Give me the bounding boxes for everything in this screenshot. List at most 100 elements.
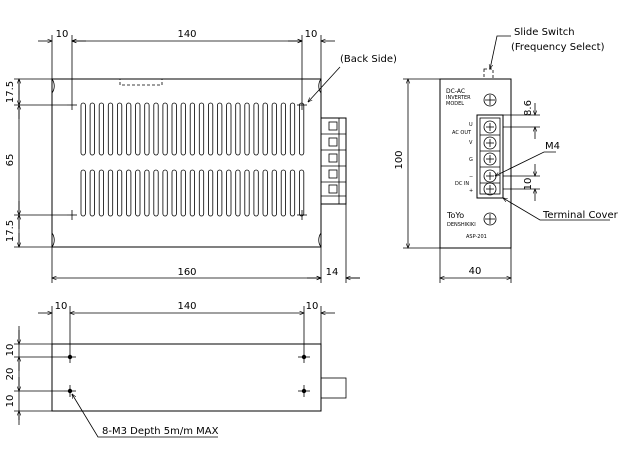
vent-slot <box>180 169 186 217</box>
front-body-outline <box>51 78 322 248</box>
dim-front-width: 160 <box>177 267 196 278</box>
vent-slot <box>189 102 195 156</box>
dim-side-width: 40 <box>469 266 482 277</box>
vent-slot <box>162 102 168 156</box>
vent-slot <box>226 102 232 156</box>
vent-slot <box>271 169 277 217</box>
dim-bottom-left-middle: 20 <box>5 368 16 381</box>
dim-bottom-left-top: 10 <box>5 344 16 357</box>
side-width-dimension: 40 <box>439 248 512 283</box>
front-view: 10 140 10 17.5 65 17.5 <box>5 29 397 283</box>
panel-dc-in: DC IN <box>455 181 469 187</box>
vent-slot <box>107 169 114 217</box>
panel-inverter: INVERTER <box>446 95 471 101</box>
dim-front-left-top: 17.5 <box>5 81 16 103</box>
vent-slot <box>207 169 214 217</box>
panel-dcac: DC-AC <box>446 88 465 95</box>
bottom-screw <box>483 212 497 226</box>
panel-model: MODEL <box>446 101 464 107</box>
vent-slot <box>217 102 223 156</box>
side-height-dimension: 100 <box>394 78 440 249</box>
dim-bottom-top-right: 10 <box>306 301 319 312</box>
vent-slot <box>153 102 159 156</box>
vent-slot <box>117 169 123 217</box>
slide-switch-label: Slide Switch <box>514 27 575 38</box>
vent-slot <box>244 102 250 156</box>
vent-slot <box>226 169 232 217</box>
front-terminal-block <box>320 117 347 205</box>
front-bottom-dimensions: 160 14 <box>51 204 360 283</box>
dim-front-top-right: 10 <box>305 29 318 40</box>
vent-slot <box>253 102 259 156</box>
top-screw <box>483 93 497 107</box>
bottom-terminal-tab <box>320 377 347 399</box>
panel-minus: − <box>469 174 473 180</box>
vent-slot <box>98 102 104 156</box>
panel-brand-sub: DENSHIKIKI <box>447 222 476 228</box>
vent-slot <box>171 169 177 217</box>
side-terminal-dimension: 10 <box>503 164 540 201</box>
vent-slot <box>298 169 305 217</box>
vent-slot <box>198 169 205 217</box>
vent-slot <box>262 169 268 217</box>
vent-slot <box>271 102 277 156</box>
dim-side-height: 100 <box>394 150 405 169</box>
vent-slot <box>171 102 177 156</box>
vent-slot <box>298 102 305 156</box>
m4-label: M4 <box>545 141 560 152</box>
vent-slot <box>117 102 123 156</box>
dim-front-terminal-depth: 14 <box>326 267 339 278</box>
dim-front-top-left: 10 <box>56 29 69 40</box>
vent-slot <box>289 169 296 217</box>
vent-slot <box>235 169 241 217</box>
bottom-mounting-holes <box>64 351 310 397</box>
bottom-left-dimensions: 10 20 10 <box>5 326 64 425</box>
bottom-body-outline <box>51 343 322 412</box>
vent-slot <box>217 169 223 217</box>
vent-slot <box>80 102 86 156</box>
dim-side-terminal: 10 <box>523 178 534 191</box>
panel-g: G <box>469 157 473 163</box>
panel-ac-out: AC OUT <box>452 130 472 136</box>
frequency-select-label: (Frequency Select) <box>511 42 605 53</box>
vent-slot <box>135 169 141 217</box>
vent-slot <box>262 102 268 156</box>
terminal-cover-callout: Terminal Cover <box>503 198 619 221</box>
front-top-dimensions: 10 140 10 <box>38 29 335 100</box>
vent-slot <box>153 169 159 217</box>
side-panel-text: DC-AC INVERTER MODEL U AC OUT V G − DC I… <box>446 88 487 240</box>
slide-switch-callout: Slide Switch (Frequency Select) <box>490 27 605 69</box>
panel-v: V <box>469 140 473 146</box>
hole-label: 8-M3 Depth 5m/m MAX <box>102 426 219 437</box>
vent-slot <box>107 102 114 156</box>
bottom-top-dimensions: 10 140 10 <box>38 301 335 351</box>
vent-slot <box>235 102 241 156</box>
terminal-cover-label: Terminal Cover <box>542 210 619 221</box>
vent-slot <box>98 169 104 217</box>
vent-slot <box>253 169 259 217</box>
panel-brand: ToYo <box>446 211 464 220</box>
dim-front-left-bottom: 17.5 <box>5 220 16 242</box>
dim-front-top-middle: 140 <box>177 29 196 40</box>
vent-slot <box>144 169 150 217</box>
vent-slot <box>244 169 250 217</box>
vent-slot <box>126 102 132 156</box>
hole-callout: 8-M3 Depth 5m/m MAX <box>72 394 219 438</box>
back-side-label: (Back Side) <box>340 54 397 65</box>
back-side-callout: (Back Side) <box>308 54 397 102</box>
dim-bottom-left-bottom: 10 <box>5 395 16 408</box>
vent-slot <box>80 169 86 217</box>
vent-slot <box>207 102 214 156</box>
side-body-outline <box>439 78 512 249</box>
vent-slot <box>180 102 186 156</box>
vent-slot <box>89 169 95 217</box>
top-cutout <box>119 78 163 86</box>
dim-bottom-top-middle: 140 <box>177 301 196 312</box>
side-terminal-strip <box>476 114 504 199</box>
slide-switch <box>483 68 494 80</box>
vent-slot <box>144 102 150 156</box>
vent-slot <box>280 169 287 217</box>
front-mounting-holes <box>67 100 307 220</box>
vent-slot <box>280 102 287 156</box>
